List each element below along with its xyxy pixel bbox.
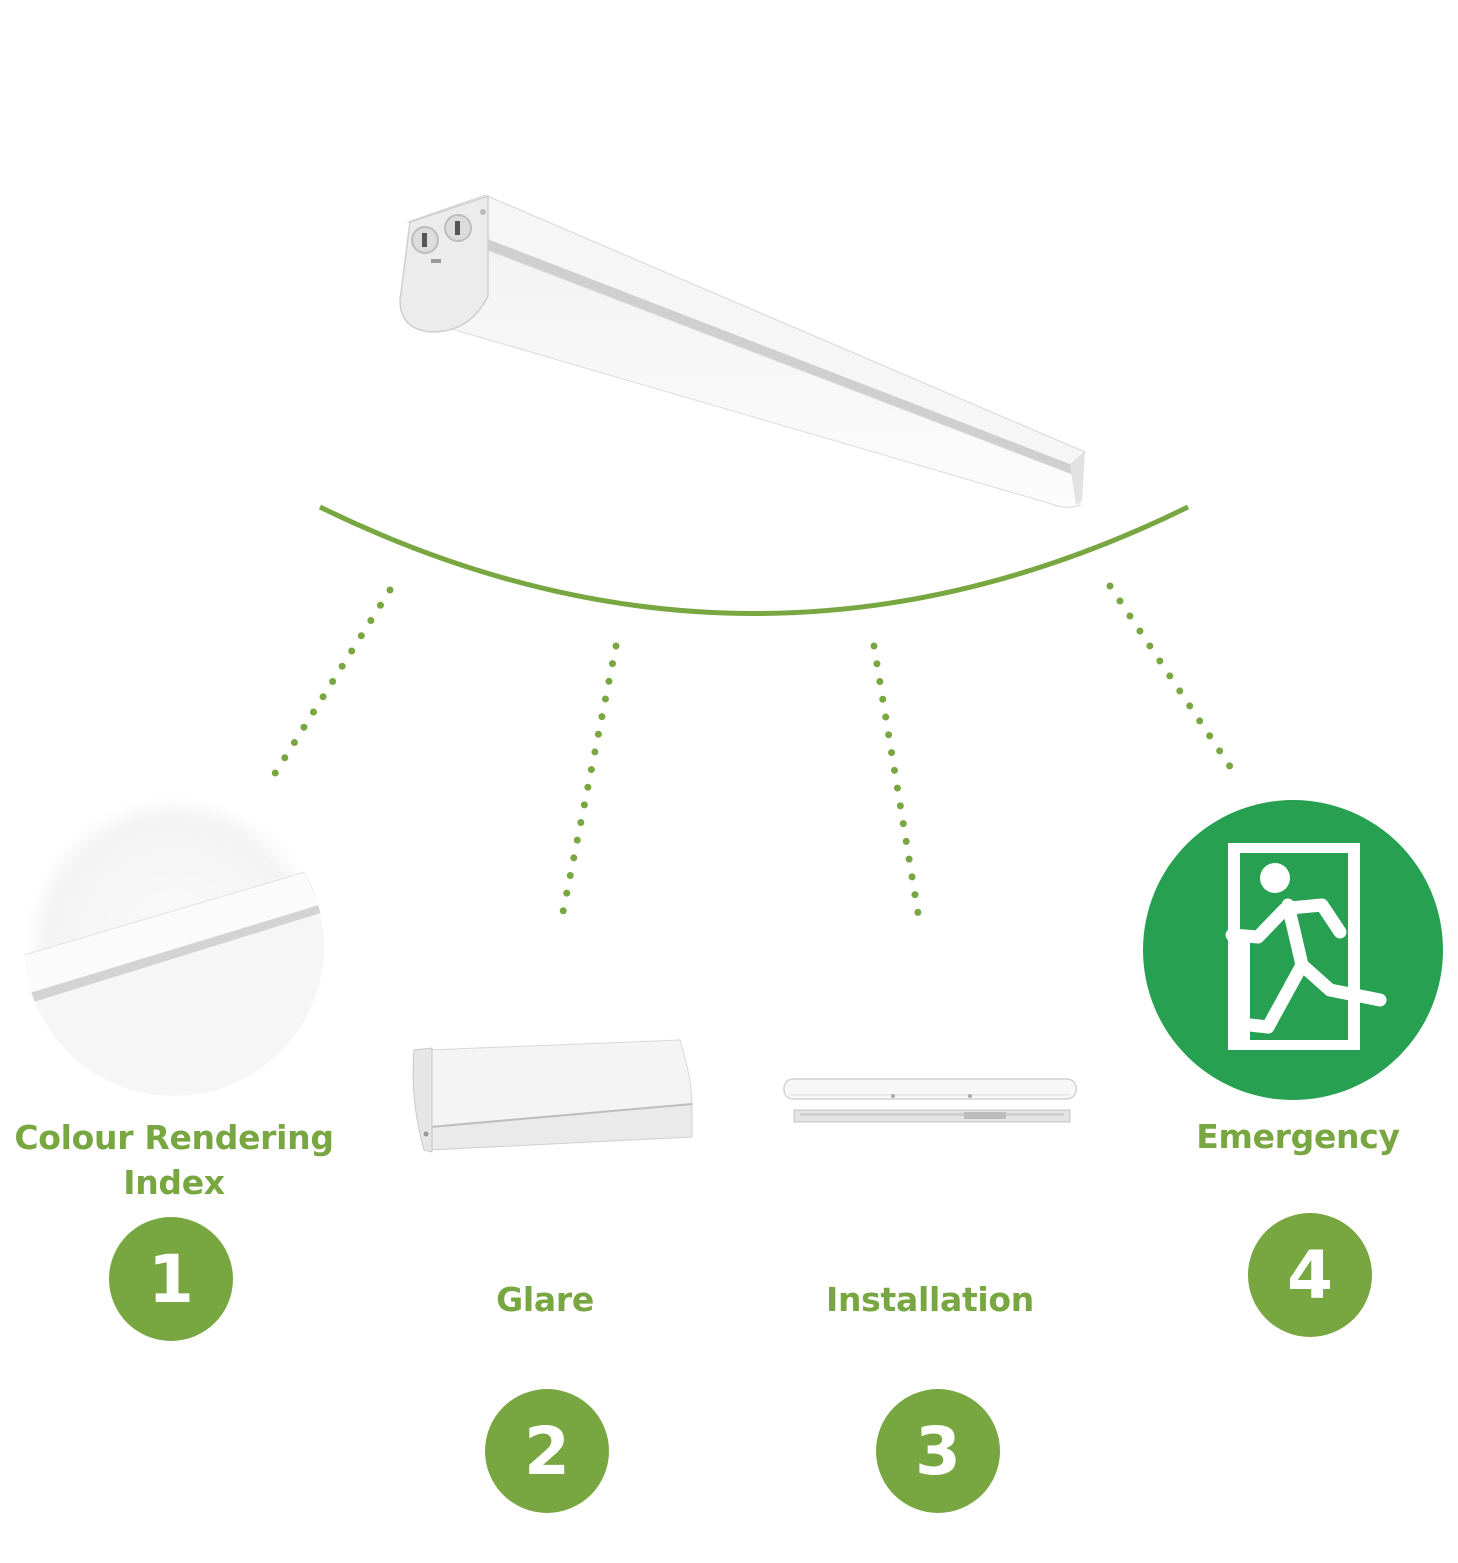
badge-4: 4	[1248, 1213, 1372, 1337]
feature-label-installation: Installation	[826, 1280, 1034, 1319]
feature-label-glare: Glare	[496, 1280, 594, 1319]
badge-3: 3	[876, 1389, 1000, 1513]
feature-label-colour-rendering-index: Colour Rendering Index	[14, 1118, 334, 1202]
feature-label-emergency: Emergency	[1196, 1117, 1400, 1156]
badge-1: 1	[109, 1217, 233, 1341]
badge-2: 2	[485, 1389, 609, 1513]
